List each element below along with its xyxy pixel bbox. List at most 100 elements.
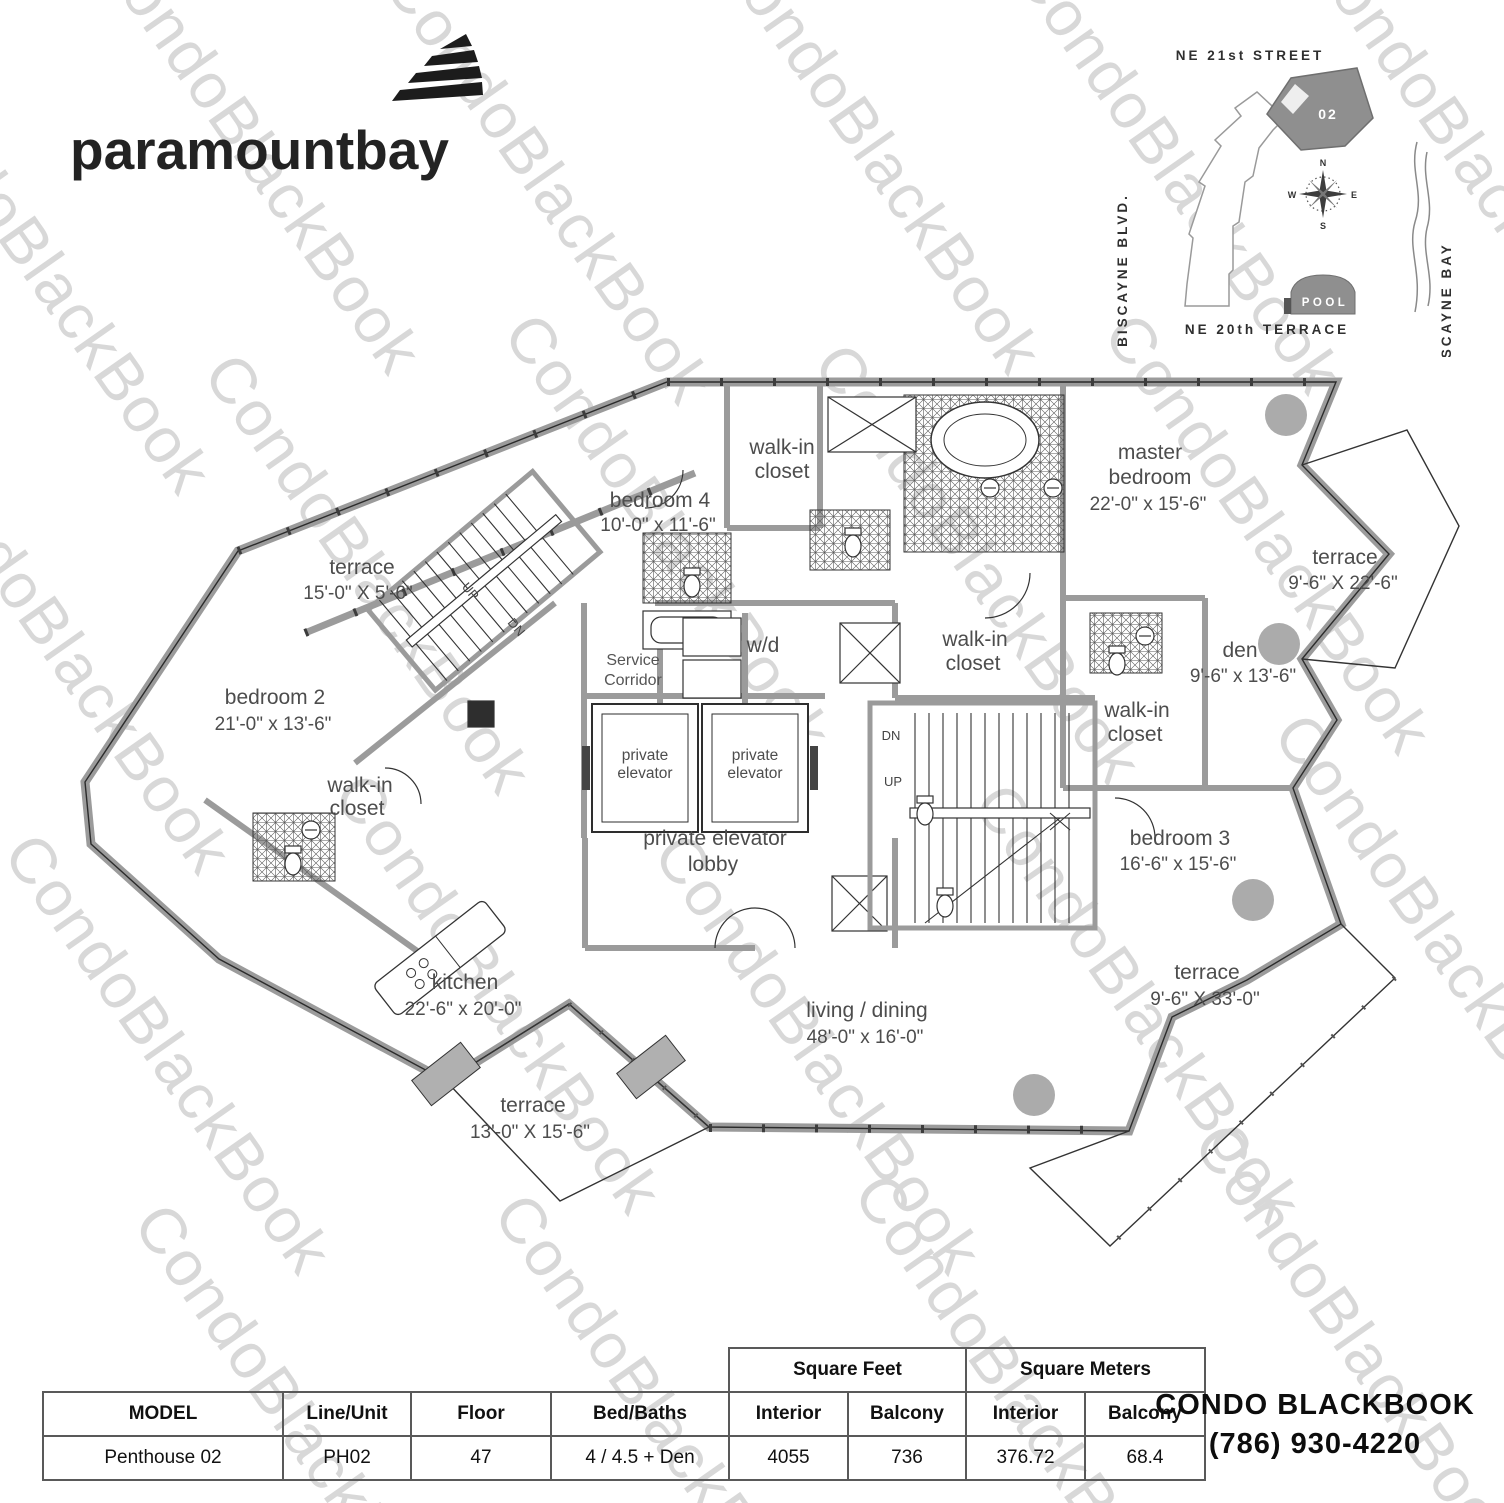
table-header-row: MODEL Line/Unit Floor Bed/Baths Interior… bbox=[42, 1391, 1206, 1437]
contact-company: CONDO BLACKBOOK bbox=[1155, 1389, 1475, 1421]
group-header-spacer bbox=[43, 1348, 729, 1392]
room-label: elevator bbox=[727, 765, 782, 782]
paramount-bay-logo: paramountbay bbox=[70, 30, 490, 181]
compass-w: W bbox=[1288, 190, 1297, 200]
interior-partitions bbox=[203, 382, 1293, 956]
sink bbox=[980, 478, 1000, 498]
room-label: terrace bbox=[1312, 546, 1377, 569]
room-label: closet bbox=[755, 460, 810, 483]
toilet bbox=[1108, 645, 1126, 676]
room-label: bedroom 2 bbox=[225, 686, 325, 709]
room-label: bedroom 4 bbox=[610, 489, 711, 512]
bathtub bbox=[930, 401, 1040, 479]
private-elevator-shafts bbox=[582, 703, 818, 833]
room-label: walk-in bbox=[326, 774, 392, 797]
floor-plan: walk-in closet bedroom 4 10'-0" x 11'-6"… bbox=[80, 377, 1460, 1248]
cell-sf-balcony: 736 bbox=[847, 1435, 967, 1481]
street-label-left: BISCAYNE BLVD. bbox=[1115, 193, 1130, 347]
room-labels: walk-in closet bedroom 4 10'-0" x 11'-6"… bbox=[215, 436, 1398, 1143]
room-dims: 15'-0" X 5'-6" bbox=[303, 583, 412, 604]
unit-spec-table: Square Feet Square Meters MODEL Line/Uni… bbox=[42, 1347, 1206, 1481]
washer-dryer bbox=[682, 617, 742, 699]
cell-sm-balcony: 68.4 bbox=[1084, 1435, 1206, 1481]
stair-label-dn: DN bbox=[882, 728, 901, 743]
street-label-right: BISCAYNE BAY bbox=[1439, 242, 1454, 357]
room-dims: 9'-6" X 33'-0" bbox=[1150, 989, 1259, 1010]
col-header-sm-balcony: Balcony bbox=[1084, 1391, 1206, 1437]
col-header-line-unit: Line/Unit bbox=[282, 1391, 412, 1437]
room-dims: 16'-6" x 15'-6" bbox=[1120, 854, 1237, 875]
room-label: walk-in bbox=[748, 436, 814, 459]
compass-rose: N E S W bbox=[1288, 158, 1357, 231]
sink bbox=[301, 820, 321, 840]
room-label: den bbox=[1222, 639, 1257, 662]
cell-line-unit: PH02 bbox=[282, 1435, 412, 1481]
room-label: closet bbox=[946, 652, 1001, 675]
stair-label-dn: DN bbox=[505, 615, 529, 639]
toilet bbox=[844, 527, 862, 558]
room-label: lobby bbox=[688, 853, 739, 876]
room-label: terrace bbox=[329, 556, 394, 579]
cell-sm-interior: 376.72 bbox=[965, 1435, 1086, 1481]
door-swings bbox=[384, 469, 1156, 949]
room-label: kitchen bbox=[432, 971, 499, 994]
cell-sf-interior: 4055 bbox=[728, 1435, 849, 1481]
stairs-right bbox=[867, 700, 1098, 931]
sink bbox=[1043, 478, 1063, 498]
room-label: living / dining bbox=[806, 999, 927, 1022]
shower-and-shafts bbox=[827, 396, 917, 932]
bay-waves bbox=[1411, 141, 1431, 313]
building-footprint bbox=[1184, 91, 1287, 307]
street-label-bottom: NE 20th TERRACE bbox=[1185, 322, 1349, 337]
stair-label-up: UP bbox=[884, 774, 902, 789]
room-label: private bbox=[622, 747, 669, 764]
room-label: bedroom 3 bbox=[1130, 827, 1230, 850]
sink bbox=[1135, 626, 1155, 646]
toilet bbox=[284, 845, 302, 876]
room-dims: 10'-0" x 11'-6" bbox=[600, 515, 715, 536]
group-header-square-meters: Square Meters bbox=[965, 1347, 1206, 1393]
room-label: terrace bbox=[500, 1094, 565, 1117]
paramount-bay-logo-icon bbox=[392, 34, 483, 101]
terrace-outlines bbox=[444, 429, 1460, 1247]
room-label: Service bbox=[606, 652, 659, 669]
cell-bed-baths: 4 / 4.5 + Den bbox=[550, 1435, 730, 1481]
room-dims: 22'-6" x 20'-0" bbox=[405, 999, 522, 1020]
site-map: NE 21st STREET BISCAYNE BLVD. BISCAYNE B… bbox=[1115, 48, 1454, 357]
unit-outline bbox=[84, 381, 1390, 1132]
kitchen-island bbox=[374, 900, 506, 1016]
col-header-model: MODEL bbox=[42, 1391, 284, 1437]
room-label: terrace bbox=[1174, 961, 1239, 984]
cell-floor: 47 bbox=[410, 1435, 552, 1481]
table-group-header-row: Square Feet Square Meters bbox=[43, 1347, 1206, 1393]
planters bbox=[411, 1034, 686, 1107]
contact-phone: (786) 930-4220 bbox=[1208, 1428, 1422, 1460]
group-header-square-feet: Square Feet bbox=[728, 1347, 967, 1393]
room-label: bedroom bbox=[1109, 466, 1192, 489]
room-label: closet bbox=[330, 797, 385, 820]
toilet bbox=[916, 795, 934, 826]
room-dims: 13'-0" X 15'-6" bbox=[470, 1122, 590, 1143]
room-dims: 48'-0" x 16'-0" bbox=[807, 1027, 924, 1048]
room-label: private bbox=[732, 747, 779, 764]
room-label: private elevator bbox=[643, 827, 787, 850]
unit-02-label: 02 bbox=[1318, 106, 1338, 122]
table-data-row: Penthouse 02 PH02 47 4 / 4.5 + Den 4055 … bbox=[42, 1435, 1206, 1481]
room-label: elevator bbox=[617, 765, 672, 782]
utility-fixture bbox=[467, 700, 495, 728]
col-header-sf-balcony: Balcony bbox=[847, 1391, 967, 1437]
compass-n: N bbox=[1320, 158, 1327, 168]
street-label-top: NE 21st STREET bbox=[1176, 48, 1325, 63]
contact-block: CONDO BLACKBOOK (786) 930-4220 bbox=[1130, 1389, 1500, 1461]
toilet bbox=[683, 567, 701, 598]
room-dims: 9'-6" x 13'-6" bbox=[1190, 666, 1296, 687]
compass-s: S bbox=[1320, 221, 1326, 231]
unit-02-notch bbox=[1281, 84, 1309, 114]
room-dims: 9'-6" X 22'-6" bbox=[1288, 573, 1397, 594]
pool-shape: POOL bbox=[1284, 274, 1356, 315]
room-label: closet bbox=[1108, 723, 1163, 746]
room-dims: 21'-0" x 13'-6" bbox=[215, 714, 332, 735]
col-header-bed-baths: Bed/Baths bbox=[550, 1391, 730, 1437]
toilet bbox=[936, 887, 954, 918]
